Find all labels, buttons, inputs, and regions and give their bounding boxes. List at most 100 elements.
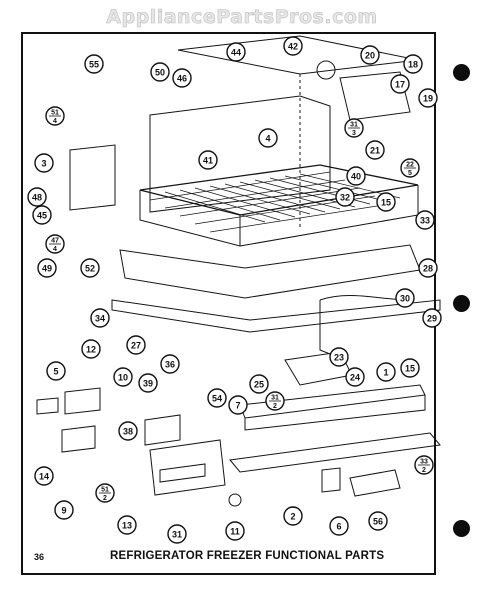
binder-hole [453,520,470,537]
svg-text:50: 50 [155,68,165,78]
binder-hole [453,64,470,81]
svg-text:25: 25 [254,380,264,390]
callout-54: 54 [207,388,227,408]
callout-27: 27 [126,335,146,355]
svg-text:2: 2 [273,403,277,410]
svg-text:34: 34 [95,314,105,324]
svg-text:30: 30 [400,294,410,304]
svg-text:46: 46 [177,74,187,84]
svg-text:51: 51 [101,487,109,494]
svg-text:3: 3 [352,130,356,137]
svg-text:2: 2 [103,495,107,502]
binder-hole [453,295,470,312]
callout-25: 25 [249,374,269,394]
page-number: 36 [34,552,45,562]
svg-text:29: 29 [427,314,437,324]
svg-text:41: 41 [203,156,213,166]
svg-text:13: 13 [122,521,132,531]
callout-39: 39 [138,373,158,393]
svg-text:36: 36 [165,360,175,370]
svg-text:23: 23 [334,353,344,363]
svg-text:28: 28 [423,264,433,274]
diagram-frame [21,32,436,575]
svg-text:7: 7 [235,401,240,411]
svg-text:40: 40 [351,172,361,182]
svg-text:9: 9 [61,506,66,516]
svg-text:48: 48 [32,193,42,203]
svg-text:38: 38 [123,427,133,437]
callout-19: 19 [418,88,438,108]
svg-text:1: 1 [383,368,388,378]
svg-text:31: 31 [271,395,279,402]
callout-28: 28 [418,258,438,278]
callout-15: 15 [376,192,396,212]
svg-text:2: 2 [290,512,295,522]
callout-33: 33 [415,210,435,230]
callout-3: 3 [34,153,54,173]
callout-52: 52 [80,258,100,278]
callout-41: 41 [198,150,218,170]
callout-15: 15 [400,358,420,378]
callout-7: 7 [228,395,248,415]
callout-44: 44 [226,42,246,62]
svg-text:18: 18 [408,60,418,70]
callout-17: 17 [390,74,410,94]
svg-text:5: 5 [53,367,58,377]
svg-text:31: 31 [350,122,358,129]
svg-text:10: 10 [118,373,128,383]
svg-text:45: 45 [37,211,47,221]
svg-text:54: 54 [212,394,222,404]
callout-24: 24 [345,367,365,387]
svg-text:55: 55 [89,60,99,70]
callout-47-4: 474 [45,234,65,254]
callout-34: 34 [90,308,110,328]
svg-text:14: 14 [39,472,49,482]
svg-text:20: 20 [365,51,375,61]
svg-text:47: 47 [51,238,59,245]
callout-40: 40 [346,166,366,186]
callout-50: 50 [150,62,170,82]
svg-text:32: 32 [340,193,350,203]
callout-31-2: 312 [265,391,285,411]
svg-text:21: 21 [370,146,380,156]
callout-22-5: 225 [400,158,420,178]
svg-text:39: 39 [143,379,153,389]
svg-text:2: 2 [422,467,426,474]
callout-38: 38 [118,421,138,441]
svg-text:33: 33 [420,459,428,466]
callout-1: 1 [376,362,396,382]
svg-text:42: 42 [288,42,298,52]
callout-46: 46 [172,68,192,88]
callout-13: 13 [117,515,137,535]
svg-text:12: 12 [86,345,96,355]
callout-49: 49 [37,258,57,278]
callout-33-2: 332 [414,455,434,475]
watermark: AppliancePartsPros.com [106,6,378,29]
callout-36: 36 [160,354,180,374]
svg-text:11: 11 [230,527,240,537]
callout-6: 6 [329,516,349,536]
callout-11: 11 [225,521,245,541]
callout-31-3: 313 [344,118,364,138]
callout-14: 14 [34,466,54,486]
svg-text:52: 52 [85,264,95,274]
callout-45: 45 [32,205,52,225]
callout-23: 23 [329,347,349,367]
callout-10: 10 [113,367,133,387]
svg-text:4: 4 [53,118,57,125]
callout-18: 18 [403,54,423,74]
svg-text:24: 24 [350,373,360,383]
callout-20: 20 [360,45,380,65]
callout-56: 56 [368,511,388,531]
svg-text:56: 56 [373,517,383,527]
callout-51-2: 512 [95,483,115,503]
diagram-caption: REFRIGERATOR FREEZER FUNCTIONAL PARTS [110,550,385,562]
callout-30: 30 [395,288,415,308]
callout-31: 31 [167,524,187,544]
svg-text:6: 6 [336,522,341,532]
svg-text:44: 44 [231,48,241,58]
callout-21: 21 [365,140,385,160]
svg-text:22: 22 [406,162,414,169]
callout-51-4: 514 [45,106,65,126]
